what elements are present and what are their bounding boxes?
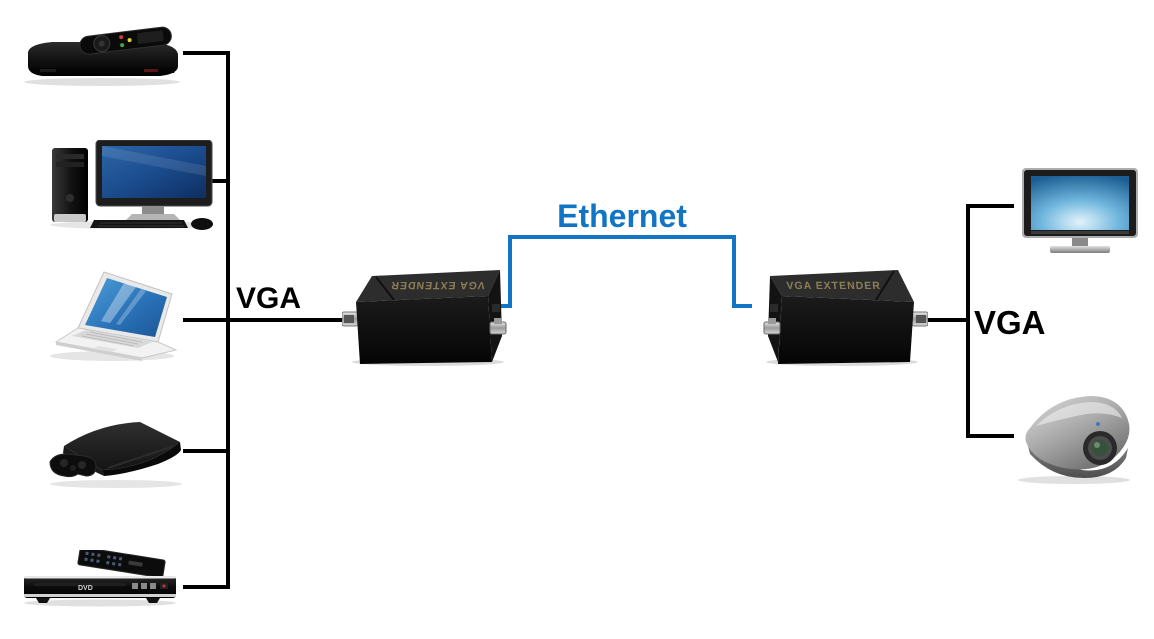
- dvr-remote: [79, 26, 172, 55]
- dvr-led-right: [144, 69, 158, 72]
- laptop-base: [54, 327, 178, 361]
- monitor-screen: [1031, 176, 1129, 230]
- projector-top-sheen: [1036, 402, 1122, 426]
- laptop-icon: [46, 270, 180, 362]
- dvr-led-left: [40, 69, 56, 72]
- projector-icon: [1012, 386, 1138, 486]
- vga-line-left: [183, 318, 348, 322]
- desktop-tower: [52, 148, 88, 222]
- console-shadow: [50, 480, 182, 488]
- desktop-monitor: [95, 140, 213, 220]
- dvr-shadow: [24, 78, 180, 86]
- ethernet-label: Ethernet: [557, 198, 687, 234]
- laptop-lid: [77, 271, 173, 343]
- monitor-stand-neck: [1072, 238, 1088, 246]
- dvd-player-icon: DVD: [20, 550, 180, 608]
- dvd-badge: DVD: [78, 585, 93, 592]
- monitor-stub-line: [966, 204, 1014, 208]
- monitor-bottom-strip: [1031, 231, 1129, 234]
- desktop-mouse: [191, 218, 213, 230]
- dvd-shadow: [24, 599, 176, 607]
- ethernet-line-left-riser: [508, 235, 512, 308]
- dvr-stub-line: [183, 51, 230, 55]
- ethernet-line-right-foot: [732, 304, 752, 308]
- ethernet-line-left-foot: [492, 304, 512, 308]
- right-vga-bus-line: [966, 204, 970, 438]
- dvd-body: DVD: [24, 576, 176, 603]
- console-controller: [49, 453, 97, 478]
- extender-right-front-face: [778, 296, 914, 364]
- projector-shadow: [1018, 476, 1130, 484]
- projector-stub-line: [966, 434, 1014, 438]
- monitor-stand-base: [1050, 246, 1110, 253]
- vga-extender-left-icon: VGA EXTENDER: [342, 256, 514, 368]
- desktop-computer-icon: [46, 140, 218, 230]
- console-stub-line: [183, 449, 230, 453]
- desktop-keyboard: [90, 220, 188, 228]
- extender-left-front-face: [356, 296, 492, 364]
- ethernet-line-right-riser: [732, 235, 736, 308]
- extender-right-top-face: [770, 270, 914, 302]
- vga-label-right: VGA: [974, 304, 1046, 341]
- dvr-front-vent: [30, 68, 176, 73]
- projector-front-face: [1026, 438, 1128, 478]
- extender-left-label: VGA EXTENDER: [390, 279, 486, 291]
- extender-left-top-face: [356, 270, 500, 302]
- extender-left-side-face: [488, 270, 502, 362]
- extender-right-label: VGA EXTENDER: [786, 280, 882, 292]
- monitor-icon: [1022, 168, 1138, 256]
- vga-line-right: [920, 318, 968, 322]
- projector-lens-glass: [1092, 440, 1108, 456]
- vga-label-left: VGA: [236, 282, 302, 315]
- dvr-body: [28, 42, 178, 76]
- game-console-icon: [38, 416, 186, 490]
- dvd-remote: [77, 550, 166, 579]
- projector-led: [1096, 422, 1100, 426]
- ethernet-line-top: [508, 235, 736, 239]
- dvr-set-top-box-icon: [18, 26, 186, 88]
- dvd-stub-line: [183, 585, 230, 589]
- vga-extender-right-icon: VGA EXTENDER: [756, 256, 928, 368]
